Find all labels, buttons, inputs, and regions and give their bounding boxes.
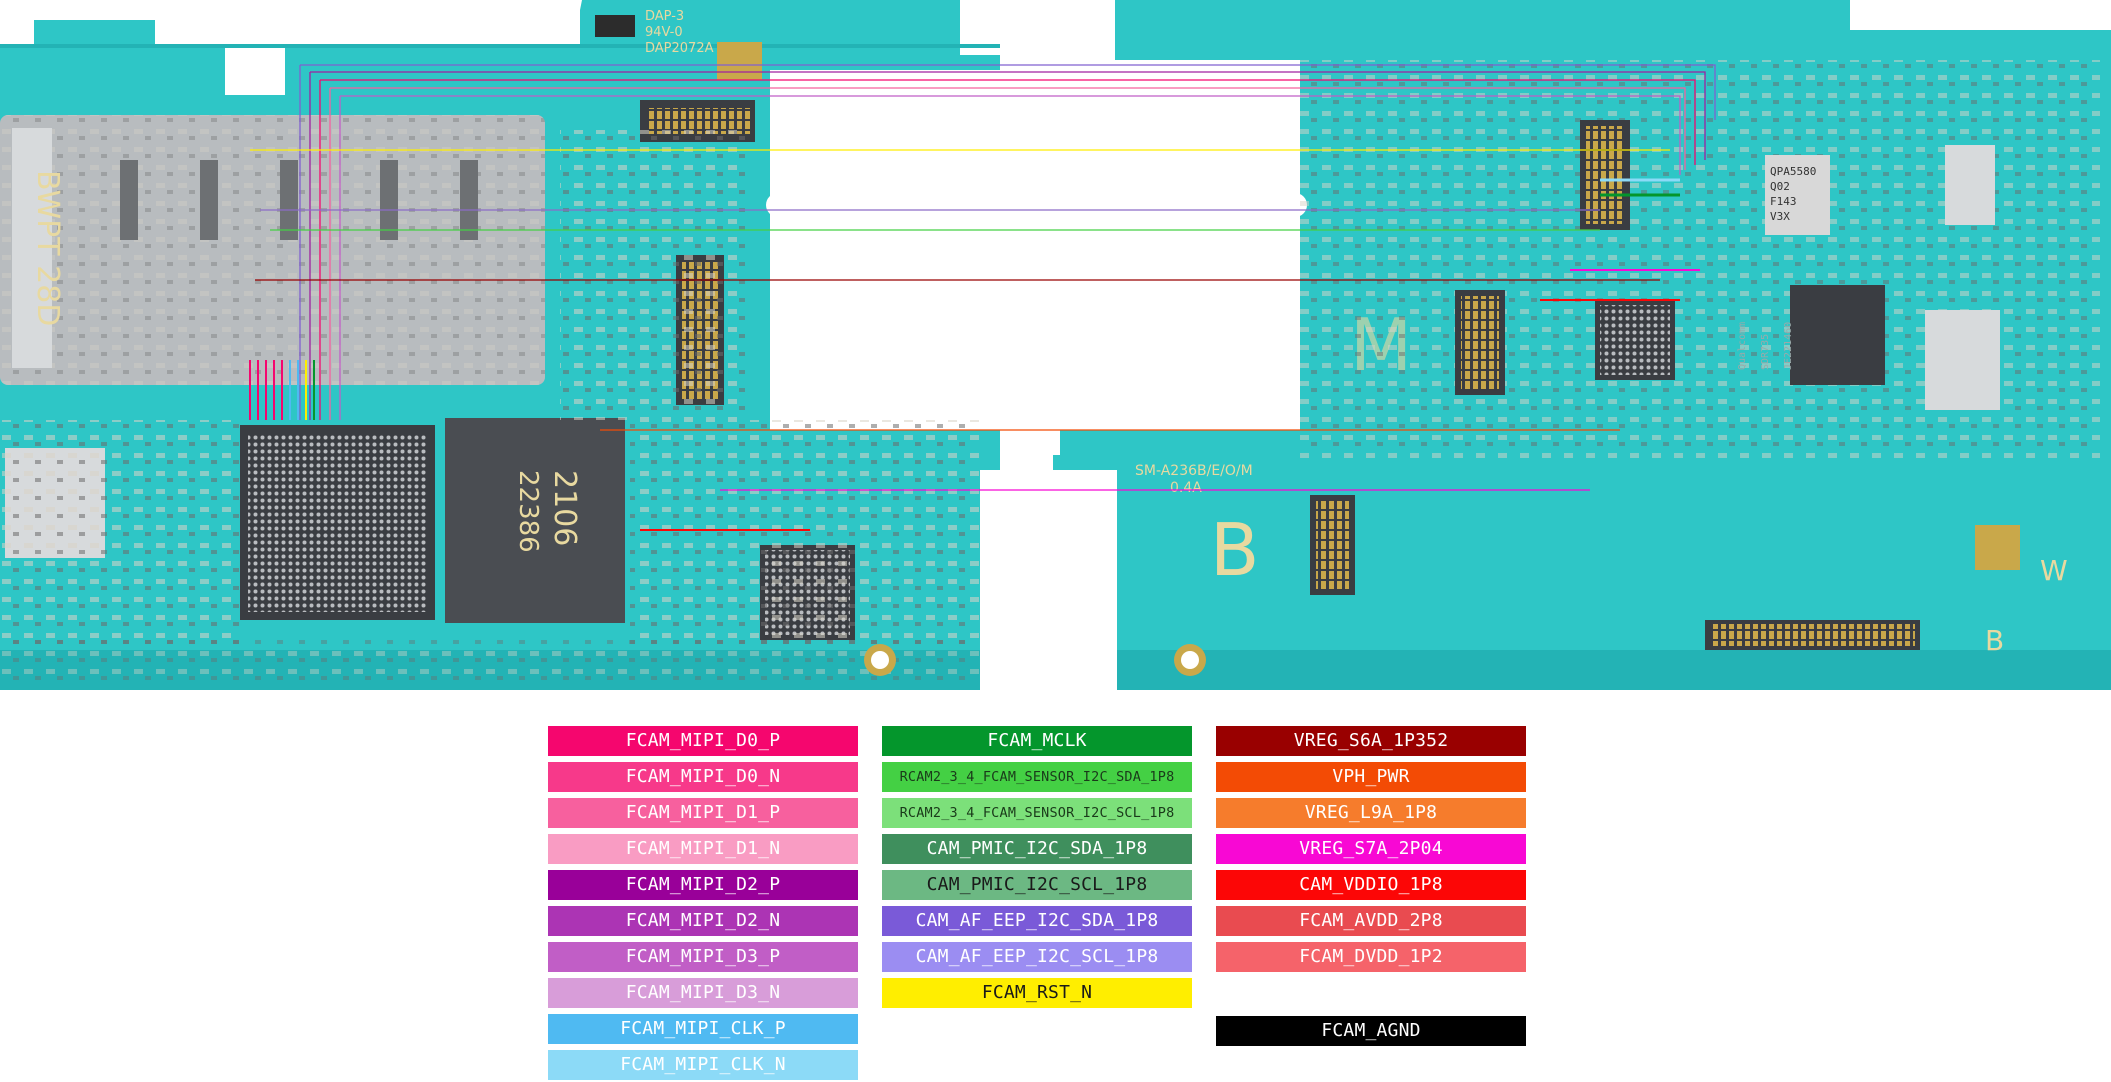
sim-tray-mark: BWPT 28D — [30, 170, 65, 326]
legend-item-fcam-mipi-d3-p: FCAM_MIPI_D3_P — [548, 942, 858, 972]
top-logo-3: DAP2072A — [645, 41, 714, 56]
chip-mark-1: 2106 — [547, 470, 582, 546]
top-logo-box — [595, 15, 635, 37]
legend-item-blank — [1216, 978, 1526, 1008]
silk-letter-b: B — [1210, 508, 1259, 592]
rf-chip: QPA5580 Q02 F143 V3X — [1765, 155, 1830, 235]
soc-mark-1: Qualcomm — [1737, 322, 1748, 370]
pcb-board-photo: BWPT 28D 2106 22386 DAP-3 94V-0 DAP2072A — [0, 0, 2111, 690]
legend-item-fcam-mipi-d1-p: FCAM_MIPI_D1_P — [548, 798, 858, 828]
shield-right — [1925, 310, 2000, 410]
soc-mark-3: JE221460 — [1783, 322, 1794, 370]
rf-chip-line-1: QPA5580 — [1770, 165, 1816, 178]
soc-bga-left — [240, 425, 435, 620]
legend-item-fcam-dvdd-1p2: FCAM_DVDD_1P2 — [1216, 942, 1526, 972]
legend-item-fcam-mipi-d2-n: FCAM_MIPI_D2_N — [548, 906, 858, 936]
legend-item-fcam-mipi-d2-p: FCAM_MIPI_D2_P — [548, 870, 858, 900]
revision-mark: 0.4A — [1170, 480, 1202, 496]
legend-item-vreg-l9a-1p8: VREG_L9A_1P8 — [1216, 798, 1526, 828]
top-logo-2: 94V-0 — [645, 25, 683, 40]
qr-code-right — [1975, 525, 2020, 570]
rf-chip-line-3: F143 — [1770, 195, 1797, 208]
legend-item-fcam-mipi-d0-p: FCAM_MIPI_D0_P — [548, 726, 858, 756]
qr-code-left — [717, 42, 762, 80]
transceiver-chip: Qualcomm SDR735 JE221460 — [1737, 285, 1885, 385]
legend-item-vph-pwr: VPH_PWR — [1216, 762, 1526, 792]
legend-item-cam-af-eep-i2c-scl-1p8: CAM_AF_EEP_I2C_SCL_1P8 — [882, 942, 1192, 972]
memory-chip: 2106 22386 — [445, 418, 625, 623]
legend-item-rcam2-3-4-fcam-sensor-i2c-scl-1p8: RCAM2_3_4_FCAM_SENSOR_I2C_SCL_1P8 — [882, 798, 1192, 828]
soc-mark-2: SDR735 — [1760, 334, 1771, 370]
legend-item-cam-pmic-i2c-sda-1p8: CAM_PMIC_I2C_SDA_1P8 — [882, 834, 1192, 864]
legend-item-fcam-mipi-clk-p: FCAM_MIPI_CLK_P — [548, 1014, 858, 1044]
legend-item-vreg-s7a-2p04: VREG_S7A_2P04 — [1216, 834, 1526, 864]
rf-chip-line-2: Q02 — [1770, 180, 1790, 193]
legend-item-cam-pmic-i2c-scl-1p8: CAM_PMIC_I2C_SCL_1P8 — [882, 870, 1192, 900]
signal-traces — [249, 64, 1716, 531]
center-cutout — [770, 70, 1300, 430]
legend-item-cam-af-eep-i2c-sda-1p8: CAM_AF_EEP_I2C_SDA_1P8 — [882, 906, 1192, 936]
legend-item-fcam-agnd: FCAM_AGND — [1216, 1016, 1526, 1046]
sim-tray: BWPT 28D — [0, 115, 545, 385]
top-logo-1: DAP-3 — [645, 9, 684, 24]
legend-item-fcam-mclk: FCAM_MCLK — [882, 726, 1192, 756]
chip-mark-2: 22386 — [513, 470, 543, 553]
legend-item-rcam2-3-4-fcam-sensor-i2c-sda-1p8: RCAM2_3_4_FCAM_SENSOR_I2C_SDA_1P8 — [882, 762, 1192, 792]
legend-item-cam-vddio-1p8: CAM_VDDIO_1P8 — [1216, 870, 1526, 900]
legend-item-fcam-mipi-clk-n: FCAM_MIPI_CLK_N — [548, 1050, 858, 1080]
model-mark: SM-A236B/E/O/M — [1135, 463, 1253, 479]
legend-item-fcam-mipi-d0-n: FCAM_MIPI_D0_N — [548, 762, 858, 792]
rf-chip-line-4: V3X — [1770, 210, 1790, 223]
shield-right-top — [1945, 145, 1995, 225]
legend-item-fcam-mipi-d1-n: FCAM_MIPI_D1_N — [548, 834, 858, 864]
legend-item-fcam-mipi-d3-n: FCAM_MIPI_D3_N — [548, 978, 858, 1008]
legend-item-vreg-s6a-1p352: VREG_S6A_1P352 — [1216, 726, 1526, 756]
legend-item-fcam-rst-n: FCAM_RST_N — [882, 978, 1192, 1008]
silk-letter-w: W — [2040, 554, 2068, 587]
legend-item-fcam-avdd-2p8: FCAM_AVDD_2P8 — [1216, 906, 1526, 936]
silk-letter-b2: B — [1985, 624, 2004, 657]
